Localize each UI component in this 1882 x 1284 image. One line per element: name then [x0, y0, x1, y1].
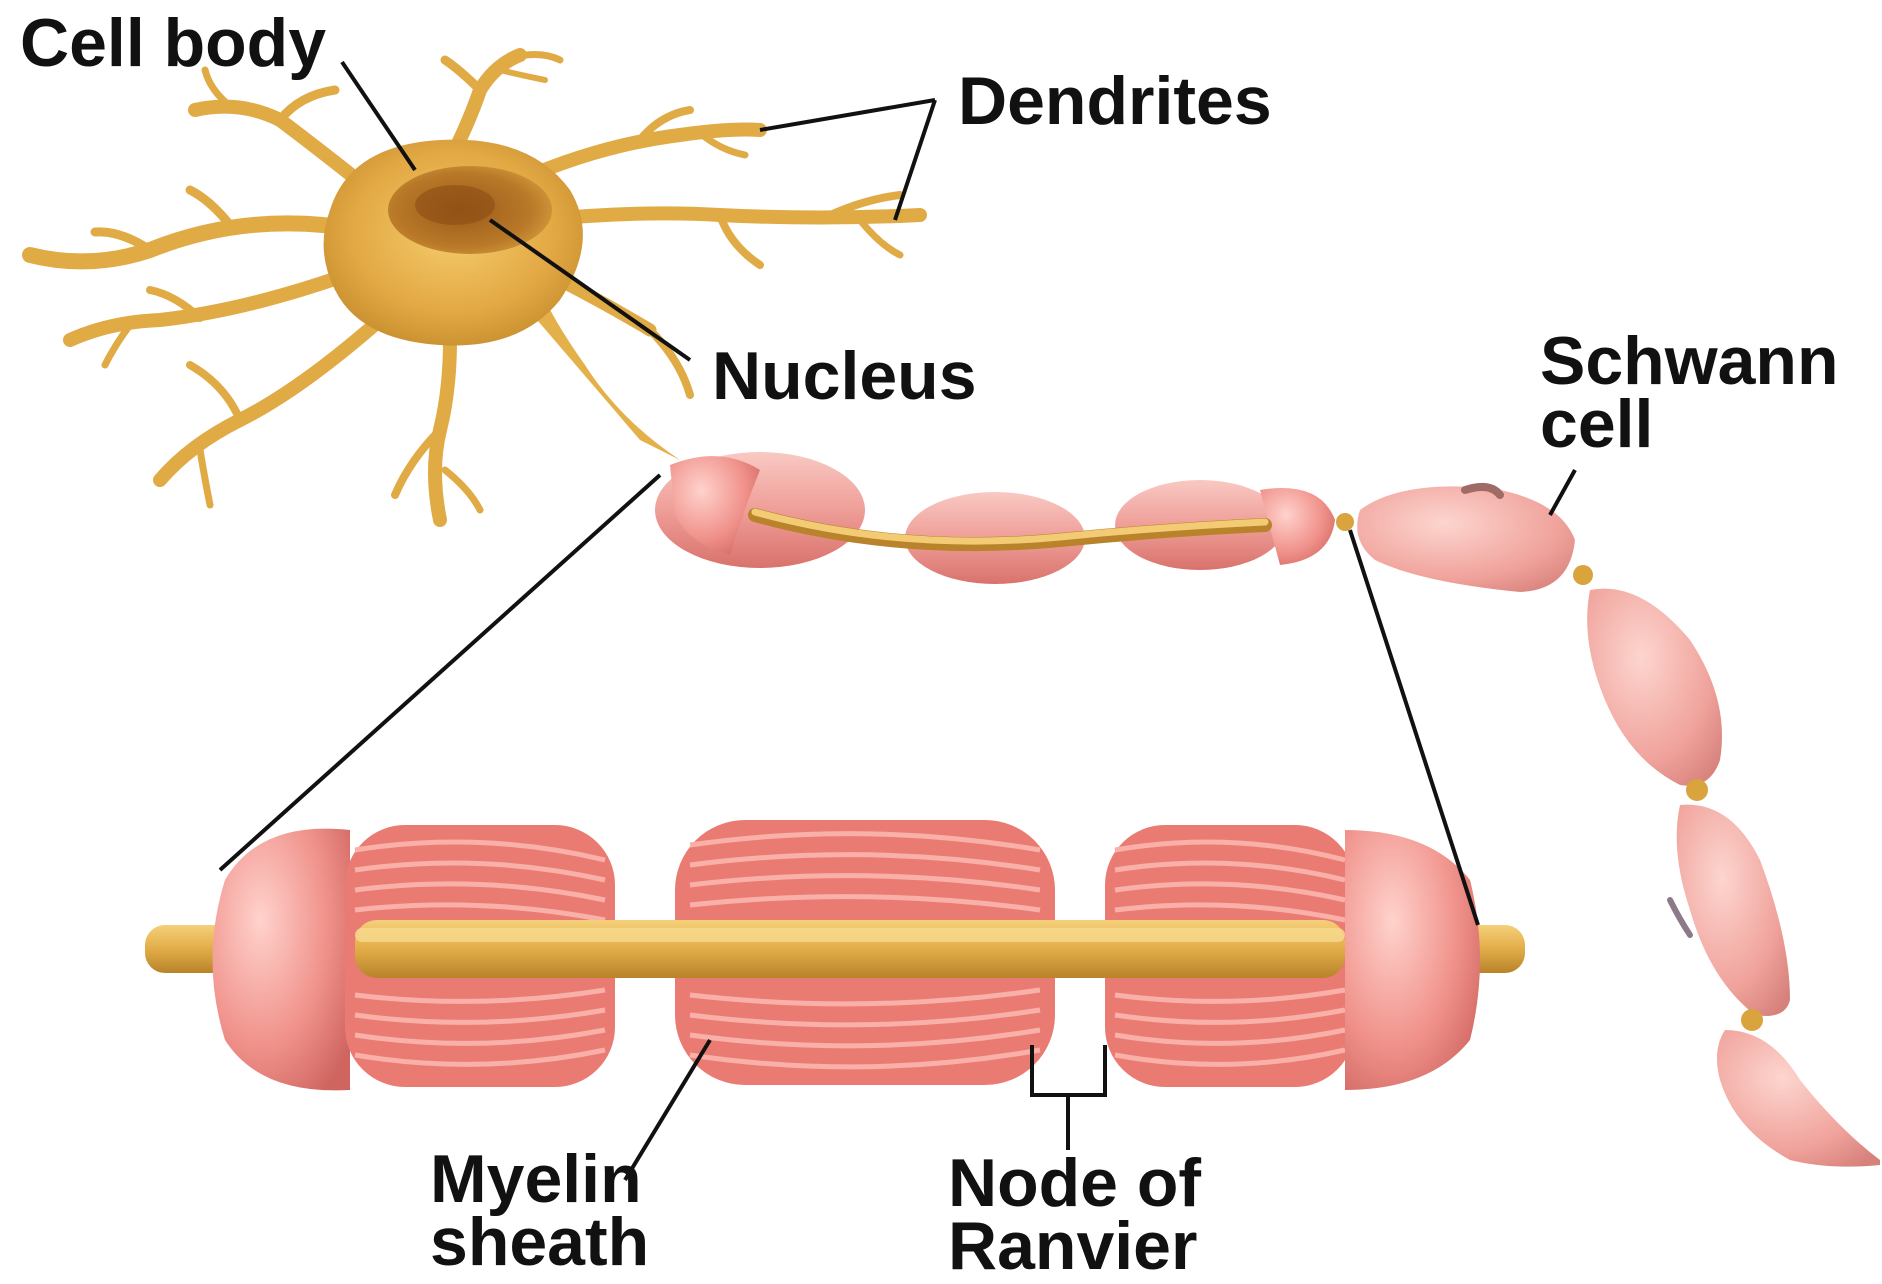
label-schwann-line-1: Schwann — [1540, 330, 1839, 393]
label-dendrites: Dendrites — [958, 70, 1272, 133]
label-cell-body: Cell body — [20, 12, 326, 75]
upper-myelinated-axon — [655, 452, 1354, 584]
label-myelin-line-2: sheath — [430, 1211, 649, 1274]
label-schwann-cell: Schwann cell — [1540, 330, 1839, 456]
label-myelin-line-1: Myelin — [430, 1148, 649, 1211]
label-node-line-1: Node of — [948, 1152, 1201, 1215]
axon-hillock-shape — [520, 300, 680, 460]
label-myelin-sheath: Myelin sheath — [430, 1148, 649, 1274]
label-node-of-ranvier: Node of Ranvier — [948, 1152, 1201, 1278]
enlarged-axon-detail — [145, 820, 1525, 1090]
label-nucleus: Nucleus — [712, 345, 977, 408]
label-node-line-2: Ranvier — [948, 1215, 1201, 1278]
label-schwann-line-2: cell — [1540, 393, 1839, 456]
